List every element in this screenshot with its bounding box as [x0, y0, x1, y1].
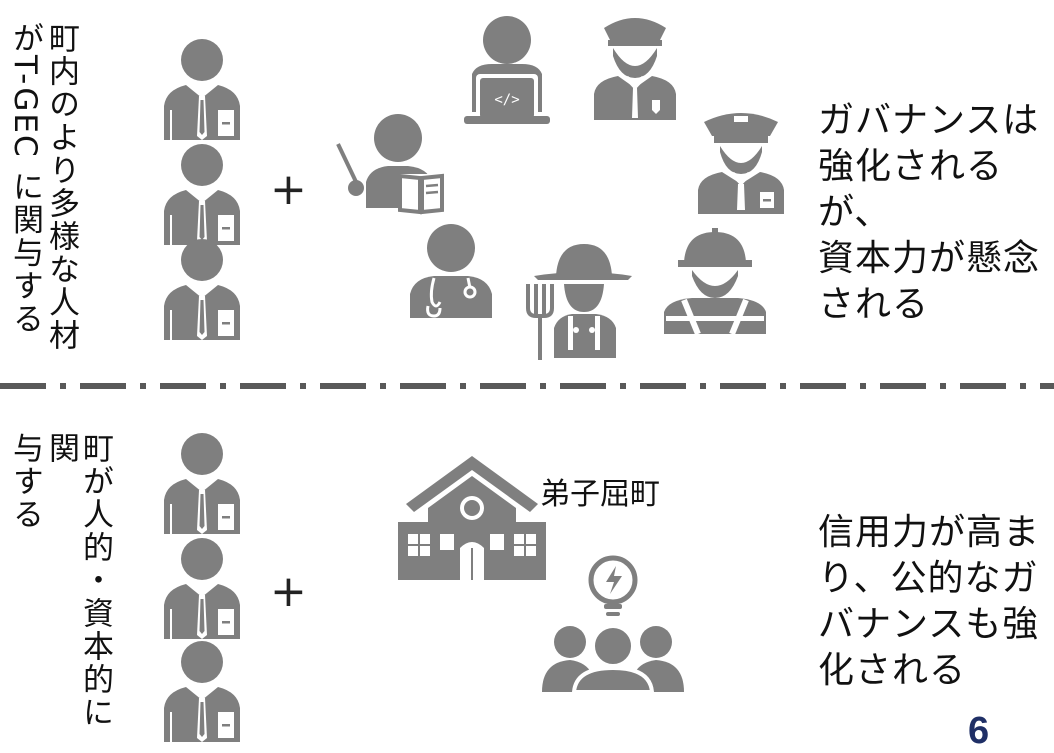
teacher-icon	[336, 114, 444, 215]
top-vertical-label-col1: 町内のより多様な人材	[43, 22, 79, 352]
city-hall-icon	[398, 456, 546, 580]
dash-dot-divider	[0, 383, 1054, 389]
town-label: 弟子屈町	[540, 477, 660, 512]
top-right-text: ガバナンスは 強化されるが、 資本力が懸念 される	[818, 100, 1041, 325]
construction-worker-icon	[664, 228, 766, 336]
page-number: 6	[968, 710, 990, 752]
businessman-icon	[164, 641, 240, 742]
businessman-icon	[164, 239, 240, 340]
bottom-vertical-label-col1: 町が人的・資本的に関	[43, 432, 113, 729]
programmer-icon: </>	[464, 16, 550, 124]
businessman-icon	[164, 538, 240, 639]
community-idea-icon	[542, 555, 684, 694]
top-vertical-label-col2: がT-GEC に関与する	[7, 22, 43, 336]
police-officer-icon	[594, 18, 676, 120]
plus-sign: +	[270, 164, 307, 215]
plus-sign: +	[270, 566, 307, 617]
bottom-vertical-label-col2: 与する	[7, 432, 43, 531]
farmer-icon	[526, 244, 632, 360]
pilot-icon	[698, 113, 784, 214]
businessman-icon	[164, 144, 240, 245]
businessman-icon	[164, 433, 240, 534]
doctor-icon	[410, 224, 492, 318]
bottom-right-text: 信用力が高ま り、公的なガ バナンスも強 化される	[818, 512, 1041, 691]
svg-text:</>: </>	[494, 92, 519, 108]
businessman-icon	[164, 39, 240, 140]
